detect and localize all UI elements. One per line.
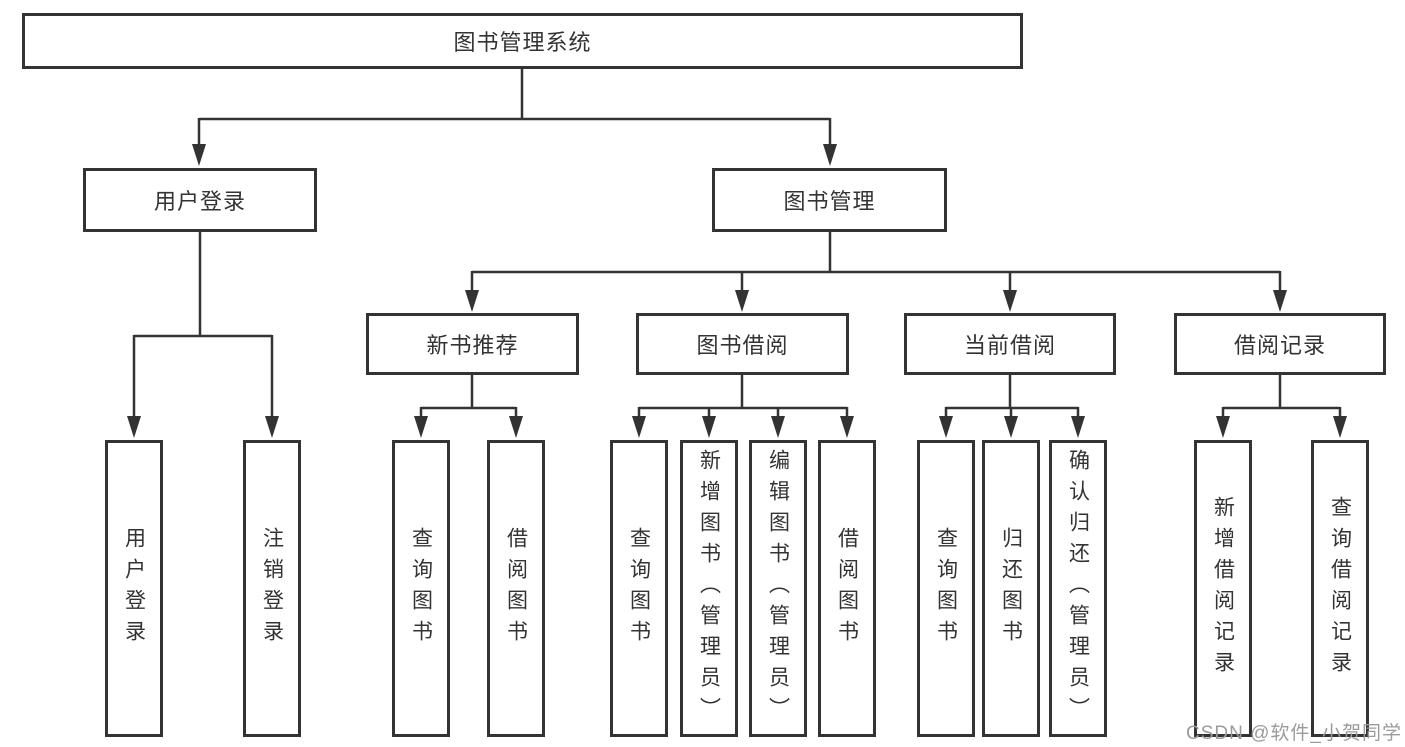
- node-label: 当前借阅: [963, 333, 1056, 358]
- leaf-add-borrow-record: 新增借阅记录: [1194, 440, 1252, 737]
- leaf-label: 查询图书: [627, 526, 651, 651]
- leaf-label: 查询借阅记录: [1328, 495, 1352, 682]
- connector-paths: [132, 69, 1342, 422]
- node-label: 图书管理系统: [453, 30, 592, 55]
- node-new-book-recommend: 新书推荐: [366, 313, 579, 375]
- leaf-confirm-return-admin: 确认归还（管理员）: [1049, 440, 1107, 737]
- leaf-label: 归还图书: [999, 526, 1023, 651]
- leaf-query-books-borrow: 查询图书: [610, 440, 668, 737]
- node-book-borrow: 图书借阅: [636, 313, 849, 375]
- leaf-label: 新增借阅记录: [1211, 495, 1235, 682]
- leaf-query-books-recommend: 查询图书: [392, 440, 450, 737]
- node-label: 图书管理: [783, 189, 876, 214]
- leaf-add-book-admin: 新增图书（管理员）: [680, 440, 738, 737]
- leaf-label: 注销登录: [260, 526, 284, 651]
- arrowheads: [127, 144, 1347, 438]
- leaf-label: 查询图书: [409, 526, 433, 651]
- leaf-edit-book-admin: 编辑图书（管理员）: [749, 440, 807, 737]
- leaf-borrow-books: 借阅图书: [818, 440, 876, 737]
- leaf-label: 编辑图书（管理员）: [766, 449, 790, 728]
- leaf-label: 借阅图书: [504, 526, 528, 651]
- node-book-management: 图书管理: [712, 168, 947, 232]
- leaf-label: 新增图书（管理员）: [697, 449, 721, 728]
- leaf-label: 用户登录: [122, 526, 146, 651]
- leaf-label: 确认归还（管理员）: [1066, 449, 1090, 728]
- leaf-return-book: 归还图书: [982, 440, 1040, 737]
- node-library-management-system: 图书管理系统: [22, 13, 1023, 69]
- leaf-user-login: 用户登录: [105, 440, 163, 737]
- leaf-label: 查询图书: [934, 526, 958, 651]
- watermark: CSDN @软件_小贺同学: [1186, 723, 1402, 744]
- leaf-label: 借阅图书: [835, 526, 859, 651]
- node-label: 用户登录: [153, 189, 246, 214]
- leaf-logout: 注销登录: [243, 440, 301, 737]
- node-current-borrow: 当前借阅: [904, 313, 1116, 375]
- node-label: 图书借阅: [696, 333, 789, 358]
- node-label: 借阅记录: [1233, 333, 1326, 358]
- leaf-query-borrow-record: 查询借阅记录: [1311, 440, 1369, 737]
- node-user-login: 用户登录: [83, 168, 317, 232]
- leaf-borrow-books-recommend: 借阅图书: [487, 440, 545, 737]
- node-label: 新书推荐: [426, 333, 519, 358]
- node-borrow-records: 借阅记录: [1174, 313, 1386, 375]
- leaf-query-books-current: 查询图书: [917, 440, 975, 737]
